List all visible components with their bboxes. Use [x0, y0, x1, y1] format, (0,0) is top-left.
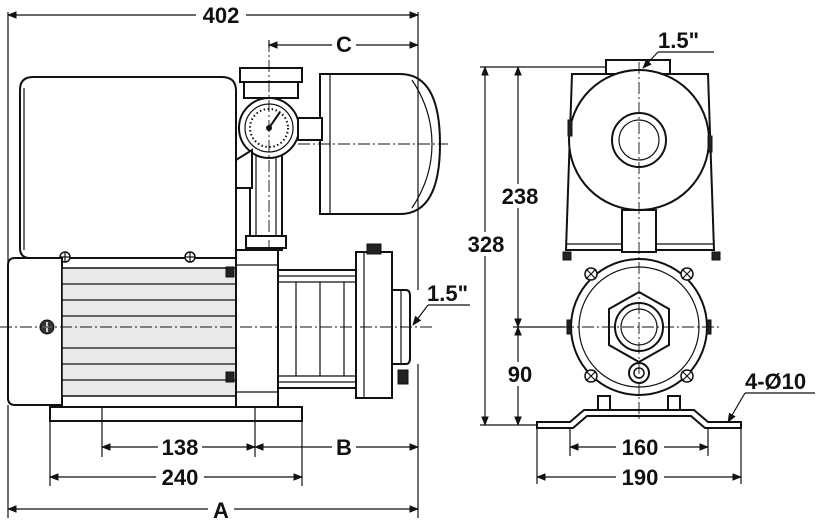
- dim-bolts-label: 4-Ø10: [745, 369, 806, 394]
- top-nut: [366, 243, 382, 255]
- front-screw-br: [680, 369, 694, 383]
- front-foot-right: [667, 395, 681, 411]
- top-fitting: [239, 67, 303, 83]
- motor-finned-body: [61, 267, 237, 397]
- dim-402-label: 402: [203, 3, 240, 28]
- base-plate: [49, 406, 303, 422]
- drain-plug: [397, 369, 409, 385]
- motor-flange: [235, 249, 279, 408]
- dim-160-label: 160: [622, 435, 659, 460]
- pump-head: [355, 251, 393, 399]
- front-view: [536, 59, 742, 429]
- tie-rods: [278, 275, 358, 383]
- front-screw-tl: [584, 267, 598, 281]
- riser-coupling: [245, 235, 287, 249]
- front-view-dimensions: 328 238 90 1.5" 4-Ø10 160 190: [462, 28, 815, 490]
- pump-stage-housing: [277, 269, 359, 389]
- dim-thread-side-label: 1.5": [427, 281, 468, 306]
- dim-90-label: 90: [508, 362, 532, 387]
- tank-connector: [297, 117, 323, 141]
- motor-cover-box: [19, 76, 237, 259]
- front-foot-left: [597, 395, 611, 411]
- dim-328-label: 328: [468, 232, 505, 257]
- top-fitting-neck: [243, 81, 299, 99]
- dim-190-label: 190: [622, 465, 659, 490]
- front-housing-bolt-right: [711, 251, 721, 261]
- dim-a-label: A: [213, 498, 229, 523]
- dim-240-label: 240: [162, 465, 199, 490]
- front-nub-left: [567, 119, 573, 137]
- cover-screw-right: [184, 251, 196, 263]
- dim-138-label: 138: [162, 435, 199, 460]
- pressure-switch: [235, 148, 253, 189]
- front-screw-bl: [584, 369, 598, 383]
- side-view-dimensions: 402 C 1.5" 138 B 240 A: [7, 3, 470, 523]
- front-housing-bolt-left: [562, 251, 572, 261]
- front-gauge-ring-inner: [618, 119, 660, 161]
- front-screw-tr: [680, 267, 694, 281]
- flange-bolt-bottom: [225, 371, 235, 383]
- dim-c-label: C: [336, 32, 352, 57]
- side-view: [0, 40, 448, 422]
- flange-bolt-top: [225, 266, 235, 278]
- motor-fins: [62, 283, 236, 381]
- front-nub-right: [707, 135, 713, 153]
- dim-b-label: B: [336, 435, 352, 460]
- dim-thread-top-label: 1.5": [658, 28, 699, 53]
- motor-end-cap: [7, 257, 63, 406]
- dim-238-label: 238: [502, 184, 539, 209]
